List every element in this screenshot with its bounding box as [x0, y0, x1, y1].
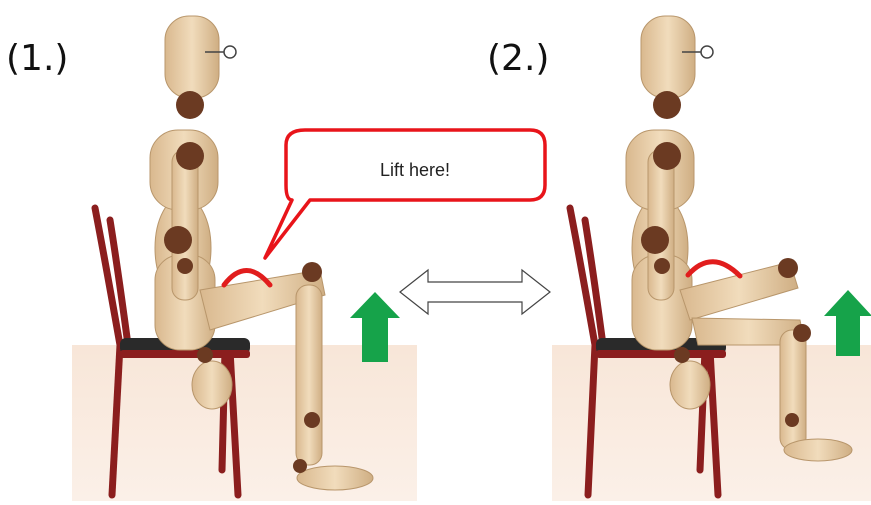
callout-bubble: [265, 130, 545, 258]
callout-text: Lift here!: [286, 160, 544, 181]
double-arrow-icon: [400, 270, 550, 314]
step-1-label: (1.): [6, 38, 68, 79]
step-2-label: (2.): [487, 38, 549, 79]
lift-marker-arc-right: [688, 262, 740, 276]
